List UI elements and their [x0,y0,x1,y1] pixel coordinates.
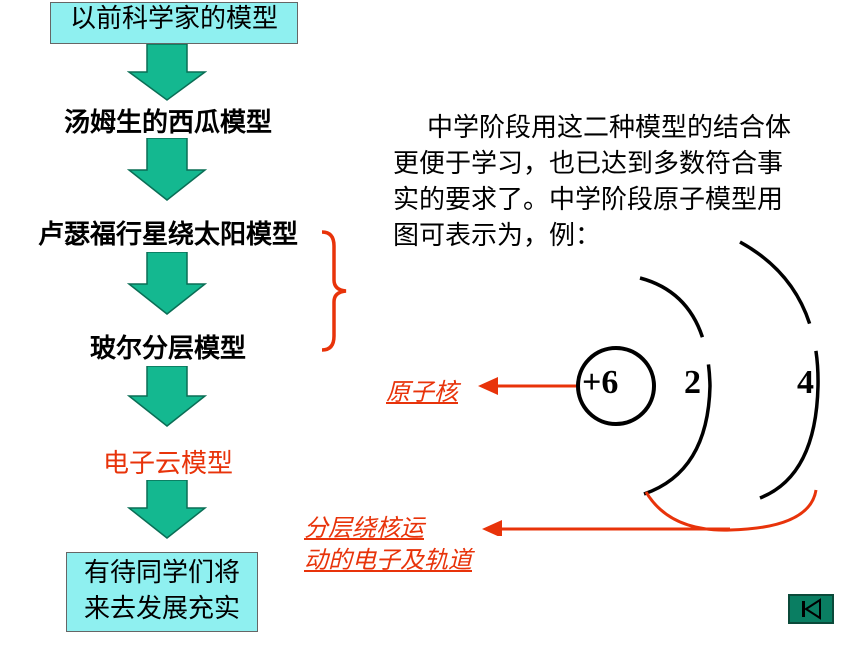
box-future-line1: 有待同学们将 [83,558,240,588]
nucleus-charge: +6 [582,364,619,401]
shell1-electron-count: 2 [684,364,701,401]
atom-diagram [478,240,820,536]
curly-brace [321,230,347,352]
box-future-line2: 来去发展充实 [83,594,240,624]
nucleus-circle [576,346,656,426]
nucleus-label: 原子核 [386,378,458,406]
orbit-label-line1: 分层绕核运 [304,514,424,542]
paragraph-line3: 实的要求了。中学阶段原子模型用 [393,185,784,215]
step-electron-cloud-model: 电子云模型 [102,449,233,479]
box-previous-models-text: 以前科学家的模型 [69,4,278,34]
step-bohr-model: 玻尔分层模型 [89,334,246,364]
box-previous-models: 以前科学家的模型 [50,2,298,44]
box-future-development: 有待同学们将 来去发展充实 [66,552,258,632]
orbit-label: 分层绕核运 动的电子及轨道 [304,512,472,576]
arrow-down-icon [127,366,207,427]
arrow-down-icon [127,44,207,101]
skip-to-start-icon [802,598,821,620]
orbit-label-line2: 动的电子及轨道 [304,546,472,574]
arrow-down-icon [127,480,207,539]
inner-shell-arc [639,276,712,496]
first-slide-button[interactable] [788,594,834,624]
explanation-paragraph: 中学阶段用这二种模型的结合体 更便于学习，也已达到多数符合事 实的要求了。中学阶… [393,110,833,254]
paragraph-line2: 更便于学习，也已达到多数符合事 [393,149,784,179]
paragraph-line1: 中学阶段用这二种模型的结合体 [427,113,792,143]
orbit-indicator-curve [644,489,818,532]
arrow-down-icon [127,252,207,315]
shell2-electron-count: 4 [797,364,814,401]
step-rutherford-model: 卢瑟福行星绕太阳模型 [37,220,298,250]
arrow-down-icon [127,138,207,201]
paragraph-line4: 图可表示为，例： [393,221,602,251]
outer-shell-arc [739,240,820,500]
step-thomson-model: 汤姆生的西瓜模型 [63,108,272,138]
